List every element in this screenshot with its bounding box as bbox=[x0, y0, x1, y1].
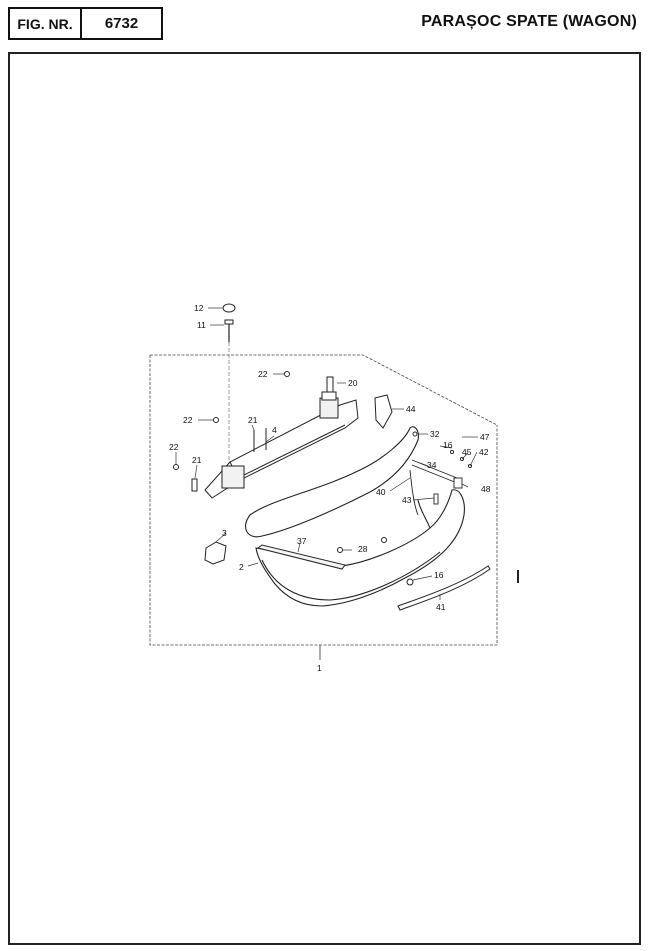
callout-43: 43 bbox=[402, 495, 412, 505]
callout-1: 1 bbox=[317, 663, 322, 673]
margin-mark bbox=[517, 570, 519, 583]
callout-4: 4 bbox=[272, 425, 277, 435]
callout-16-top: 16 bbox=[443, 440, 453, 450]
bolt-part bbox=[224, 319, 234, 342]
callout-22-top: 22 bbox=[258, 369, 268, 379]
callout-21-top: 21 bbox=[248, 415, 258, 425]
callout-3: 3 bbox=[222, 528, 227, 538]
figure-number-box: FIG. NR. 6732 bbox=[8, 7, 163, 40]
callout-2: 2 bbox=[239, 562, 244, 572]
diagram-frame bbox=[8, 52, 641, 945]
page-title: PARAȘOC SPATE (WAGON) bbox=[421, 13, 637, 30]
callout-44: 44 bbox=[406, 404, 416, 414]
reflector-part bbox=[204, 541, 227, 565]
energy-absorber-part bbox=[245, 426, 419, 538]
callout-41: 41 bbox=[436, 602, 446, 612]
callout-45: 45 bbox=[462, 447, 472, 457]
callout-47: 47 bbox=[480, 432, 490, 442]
bumper-beam-part bbox=[204, 397, 359, 499]
assembly-outline bbox=[149, 354, 498, 646]
callout-42: 42 bbox=[479, 447, 489, 457]
callout-48: 48 bbox=[481, 484, 491, 494]
callout-28: 28 bbox=[358, 544, 368, 554]
bracket-part bbox=[321, 376, 337, 401]
trim-strip-part bbox=[256, 544, 346, 570]
callout-12: 12 bbox=[194, 303, 204, 313]
callout-22-mid: 22 bbox=[183, 415, 193, 425]
callout-32: 32 bbox=[430, 429, 440, 439]
callout-22-low: 22 bbox=[169, 442, 179, 452]
clips-part bbox=[337, 537, 414, 586]
figure-number: 6732 bbox=[104, 15, 139, 32]
callout-34: 34 bbox=[427, 460, 437, 470]
callout-37: 37 bbox=[297, 536, 307, 546]
screws-part bbox=[173, 371, 290, 492]
cap-part bbox=[222, 303, 236, 313]
moulding-strip-part bbox=[397, 565, 491, 611]
bumper-cover-part bbox=[255, 489, 465, 607]
callout-40: 40 bbox=[376, 487, 386, 497]
leader-lines bbox=[175, 307, 478, 600]
figure-label: FIG. NR. bbox=[10, 9, 82, 38]
callout-16-low: 16 bbox=[434, 570, 444, 580]
callout-21-low: 21 bbox=[192, 455, 202, 465]
callout-11: 11 bbox=[197, 320, 206, 330]
corner-bracket-part bbox=[374, 394, 393, 429]
callout-20: 20 bbox=[348, 378, 358, 388]
